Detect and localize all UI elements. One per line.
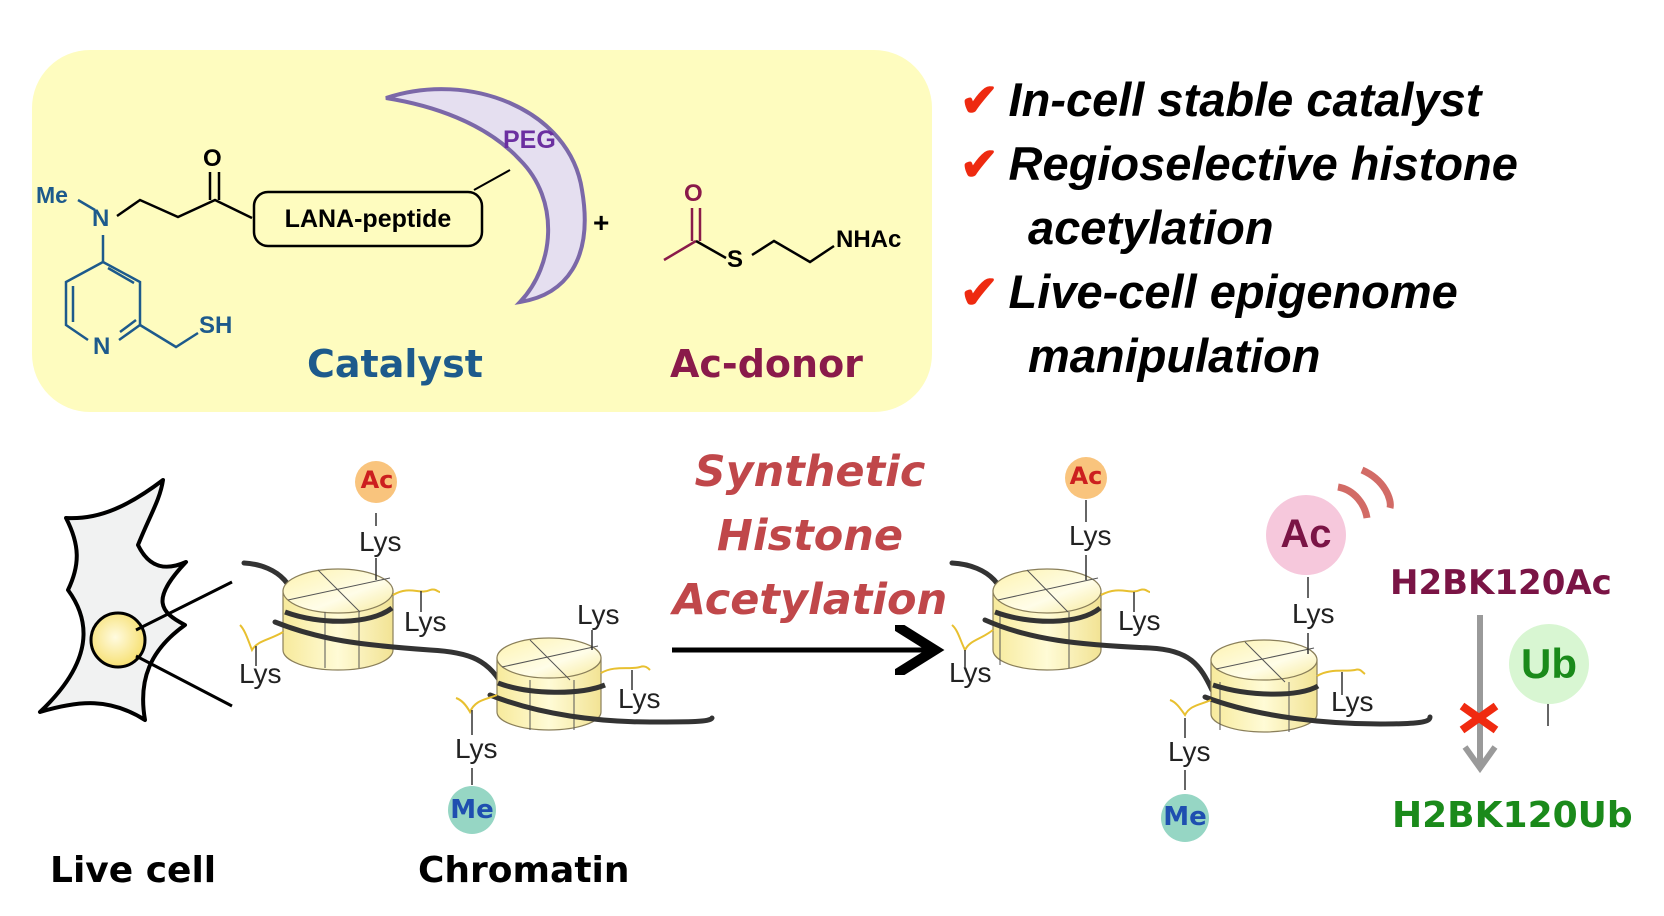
donor-caption: Ac-donor (670, 342, 863, 386)
catalyst-me-label: Me (36, 182, 68, 208)
catalyst-structure (64, 87, 587, 349)
lys-label: Lys (359, 526, 402, 557)
checkmark-icon: ✔ (960, 138, 999, 190)
catalyst-caption: Catalyst (307, 342, 483, 386)
plus-sign: + (593, 207, 610, 238)
lys-label: Lys (949, 657, 992, 688)
lys-label: Lys (618, 683, 661, 714)
live-cell-graphic (38, 478, 233, 722)
feature-item-3: ✔Live-cell epigenome (960, 265, 1458, 318)
donor-carbonyl-o: O (684, 180, 703, 207)
lys-label: Lys (1118, 605, 1161, 636)
lys-label: Lys (239, 658, 282, 689)
lys-label: Lys (1292, 598, 1335, 629)
nucleosome-2 (487, 637, 715, 731)
pyridine-n-label: N (93, 333, 111, 360)
lys-label: Lys (1331, 686, 1374, 717)
feature-list: ✔In-cell stable catalyst ✔Regioselective… (960, 68, 1518, 388)
lys-label: Lys (455, 733, 498, 764)
blocked-ubiquitination-arrow (1459, 615, 1499, 774)
me-badge-left (448, 786, 496, 834)
donor-sulfur-s: S (727, 246, 744, 273)
lana-peptide-label: LANA-peptide (284, 205, 452, 233)
thiol-sh-label: SH (199, 312, 233, 339)
feature-item-2: ✔Regioselective histone (960, 137, 1518, 190)
ac-highlighted-label: Ac (1280, 512, 1332, 556)
peptide-peg-bond (473, 169, 511, 191)
ac-badge-right (1065, 457, 1107, 499)
ac-label-left: Ac (360, 466, 394, 494)
lys-label: Lys (577, 599, 620, 630)
lys-label: Lys (1168, 736, 1211, 767)
nucleosome-3 (982, 568, 1215, 693)
chromatin-left (239, 461, 715, 834)
lys-label: Lys (1069, 520, 1112, 551)
signal-waves-icon (1337, 466, 1394, 519)
feature-item-2-cont: acetylation (1028, 201, 1274, 254)
cell-nucleus (89, 611, 147, 669)
me-label-right: Me (1163, 802, 1207, 832)
me-badge-right (1161, 794, 1209, 842)
h2bk120ac-label: H2BK120Ac (1390, 563, 1612, 603)
catalyst-carbonyl-o: O (203, 145, 222, 172)
checkmark-icon: ✔ (960, 266, 999, 318)
checkmark-icon: ✔ (960, 74, 999, 126)
feature-item-3-cont: manipulation (1028, 329, 1321, 382)
peg-crescent (385, 87, 587, 305)
ac-label-right: Ac (1069, 462, 1103, 490)
h2bk120ub-label: H2BK120Ub (1392, 795, 1633, 836)
ub-badge (1509, 624, 1589, 704)
peg-label: PEG (503, 126, 556, 154)
feature-item-1: ✔In-cell stable catalyst (960, 73, 1482, 126)
ac-badge-highlighted (1266, 495, 1346, 575)
lys-label: Lys (404, 606, 447, 637)
live-cell-caption: Live cell (50, 850, 217, 891)
peptide-box (252, 190, 484, 248)
cell-body (38, 478, 188, 722)
cross-icon (1459, 702, 1499, 734)
nucleosome-4 (1202, 639, 1433, 733)
ub-label: Ub (1521, 640, 1577, 687)
ac-badge-left (355, 461, 397, 503)
donor-nhac-label: NHAc (836, 226, 902, 253)
chromatin-right (949, 457, 1589, 842)
process-label: Synthetic Histone Acetylation (672, 447, 948, 625)
catalyst-amine-n: N (92, 205, 110, 232)
nucleosome-1 (272, 568, 508, 693)
chromatin-caption: Chromatin (418, 850, 630, 891)
donor-structure (663, 208, 835, 264)
me-label-left: Me (450, 795, 494, 825)
